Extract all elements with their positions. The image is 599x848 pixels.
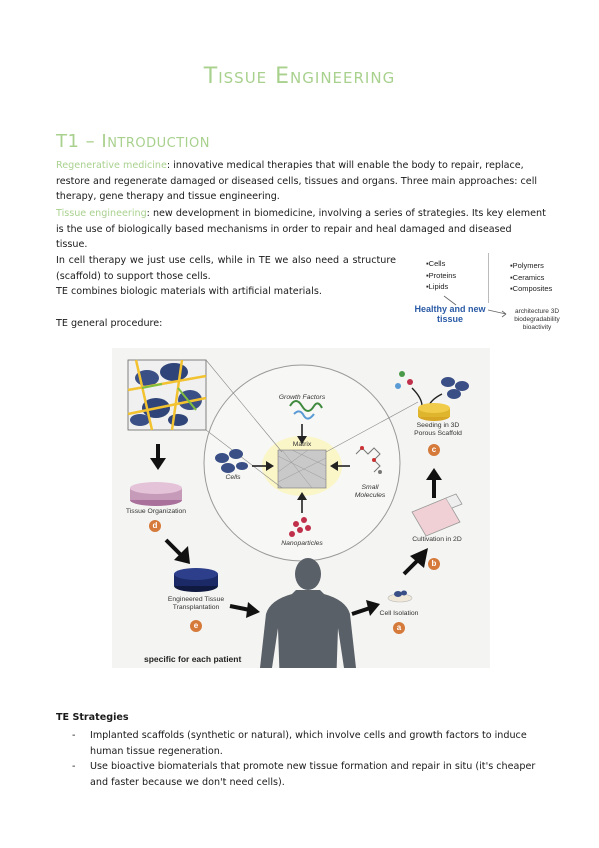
matrix-label: Matrix bbox=[292, 441, 312, 448]
te-combines-text: TE combines biologic materials with arti… bbox=[56, 286, 322, 297]
strategy-item: - Implanted scaffolds (synthetic or natu… bbox=[72, 728, 552, 760]
cultivation-label: Cultivation in 2D bbox=[412, 536, 462, 543]
bullet-dash: - bbox=[72, 761, 76, 772]
property-item: architecture 3D bbox=[514, 308, 560, 315]
property-item: bioactivity bbox=[522, 324, 552, 331]
property-item: biodegradability bbox=[514, 316, 560, 323]
tissue-text: : new development in biomedicine, involv… bbox=[56, 208, 546, 251]
artificial-item: Ceramics bbox=[510, 272, 552, 284]
bio-item: Lipids bbox=[426, 281, 456, 293]
cells-label: Cells bbox=[225, 474, 241, 481]
figure-arrows bbox=[443, 295, 507, 318]
strategy-text: Implanted scaffolds (synthetic or natura… bbox=[90, 730, 527, 757]
bio-item: Proteins bbox=[426, 270, 457, 282]
healthy-tissue-label: Healthy and new tissue bbox=[414, 304, 486, 324]
bio-item: Cells bbox=[426, 258, 456, 270]
nanoparticles-label: Nanoparticles bbox=[281, 540, 323, 547]
specific-label: specific for each patient bbox=[144, 654, 242, 664]
strategies-heading: TE Strategies bbox=[56, 712, 129, 723]
artificial-item: Composites bbox=[510, 283, 553, 295]
cell-isolation-label: Cell Isolation bbox=[379, 610, 419, 617]
page-title: Tissue Engineering bbox=[203, 64, 396, 89]
diagram-graphics bbox=[127, 359, 469, 668]
te-procedure-diagram: Growth Factors Matrix Cells Small Molecu… bbox=[112, 348, 490, 668]
small-molecules-label: Small Molecules bbox=[354, 484, 386, 499]
step-d-badge: d bbox=[149, 520, 161, 532]
materials-figure: Cells Proteins Lipids Polymers Ceramics … bbox=[402, 250, 572, 342]
tissue-organization-label: Tissue Organization bbox=[125, 508, 187, 515]
strategy-text: Use bioactive biomaterials that promote … bbox=[90, 761, 536, 788]
regen-text: : innovative medical therapies that will… bbox=[56, 160, 538, 203]
artificial-item: Polymers bbox=[510, 260, 552, 272]
seeding-label: Seeding in 3D Porous Scaffold bbox=[414, 422, 462, 437]
regen-paragraph: Regenerative medicine: innovative medica… bbox=[56, 158, 546, 205]
step-a-badge: a bbox=[393, 622, 405, 634]
step-b-badge: b bbox=[428, 558, 440, 570]
bullet-dash: - bbox=[72, 730, 76, 741]
engineered-tissue-label: Engineered Tissue Transplantation bbox=[167, 596, 225, 611]
strategy-item: - Use bioactive biomaterials that promot… bbox=[72, 759, 552, 791]
section-heading: T1 – Introduction bbox=[56, 131, 210, 152]
growth-factors-label: Growth Factors bbox=[278, 394, 326, 401]
properties-list: architecture 3D biodegradability bioacti… bbox=[504, 308, 570, 332]
tissue-term: Tissue engineering bbox=[56, 208, 147, 219]
tissue-paragraph: Tissue engineering: new development in b… bbox=[56, 206, 546, 253]
regen-term: Regenerative medicine bbox=[56, 160, 167, 171]
divider bbox=[488, 253, 489, 303]
step-e-badge: e bbox=[190, 620, 202, 632]
artificial-list: Polymers Ceramics Composites bbox=[510, 260, 553, 295]
bio-list: Cells Proteins Lipids bbox=[426, 258, 457, 293]
procedure-label: TE general procedure: bbox=[56, 318, 163, 329]
step-c-badge: c bbox=[428, 444, 440, 456]
cell-therapy-text: In cell therapy we just use cells, while… bbox=[56, 255, 396, 282]
